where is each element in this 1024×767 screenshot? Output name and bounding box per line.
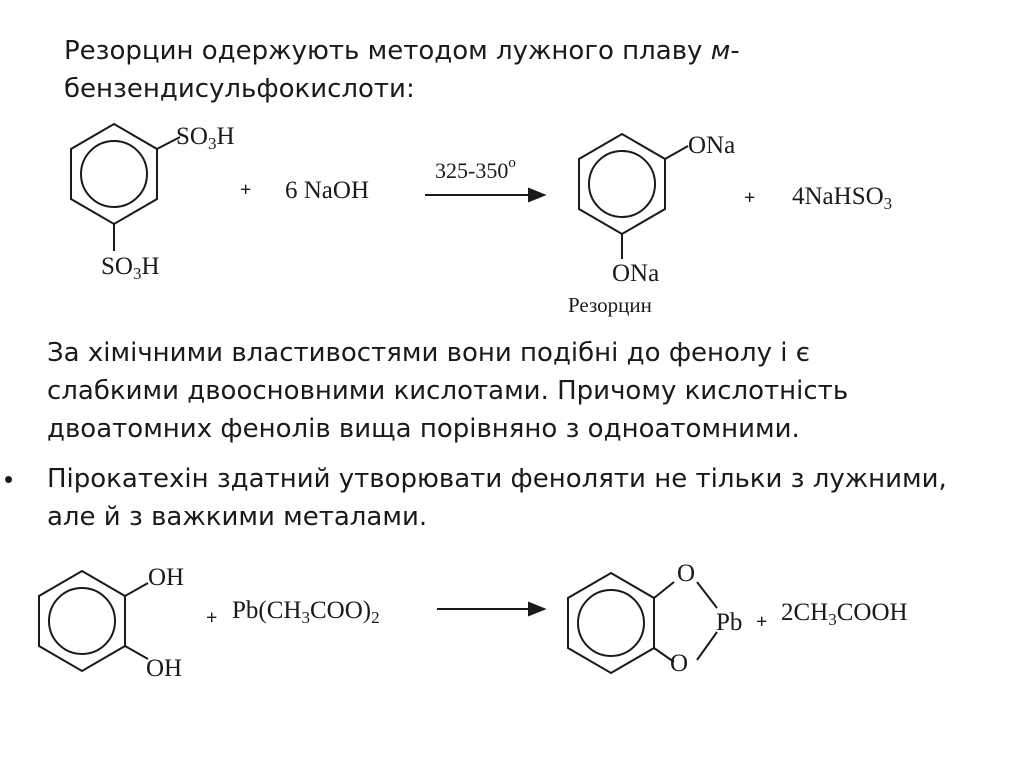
reactant-bottom-sulfo-group: SO3H [101,253,160,283]
bond-ring-o-bottom [654,648,674,662]
intro-emphasis: м [710,36,731,66]
bond-product-top [665,146,688,159]
reactant-benzene-ring [71,124,157,224]
plus-sign-3: + [206,607,218,629]
reactant-top-sulfo-group: SO3H [176,123,235,153]
bond-o-pb-top [697,582,717,608]
reaction-condition-temperature: 325-350o [435,155,516,183]
product-name-resorcinol: Резорцин [568,293,652,317]
bond-ring-o-top [654,582,674,598]
bullet-paragraph: Пірокатехін здатний утворювати феноляти … [47,464,947,532]
reagent-naoh: 6 NaOH [285,177,370,204]
complex-oxygen-bottom: O [670,650,689,677]
intro-text: Резорцин одержують методом лужного плаву [64,36,711,66]
bond-o-pb-bottom [697,632,717,660]
product-benzene-ring [579,134,665,234]
product-bottom-ona: ONa [612,260,660,287]
bond-top-substituent [157,137,180,149]
bond-catechol-bottom-oh [125,646,148,659]
lead-complex-benzene-ring [568,573,654,673]
byproduct-nahso3: 4NaHSO3 [792,183,893,213]
reaction-arrow-2 [437,603,544,615]
properties-paragraph: За хімічними властивостями вони подібні … [47,338,849,444]
catechol-benzene-ring [39,571,125,671]
intro-text-after: -бензендисульфокислоти: [64,36,740,104]
complex-oxygen-top: O [677,560,696,587]
bullet-marker: • [4,464,14,494]
product-top-ona: ONa [688,132,736,159]
plus-sign-4: + [756,611,768,633]
plus-sign-2: + [744,187,756,209]
reaction-arrow-1 [425,189,544,201]
catechol-bottom-oh: OH [146,655,183,682]
reagent-lead-acetate: Pb(CH3COO)2 [232,597,380,627]
bond-catechol-top-oh [125,583,148,596]
byproduct-acetic-acid: 2CH3COOH [781,599,908,629]
plus-sign-1: + [240,179,252,201]
catechol-top-oh: OH [148,564,185,591]
intro-paragraph: Резорцин одержують методом лужного плаву… [64,32,784,108]
complex-lead-atom: Pb [716,609,743,636]
